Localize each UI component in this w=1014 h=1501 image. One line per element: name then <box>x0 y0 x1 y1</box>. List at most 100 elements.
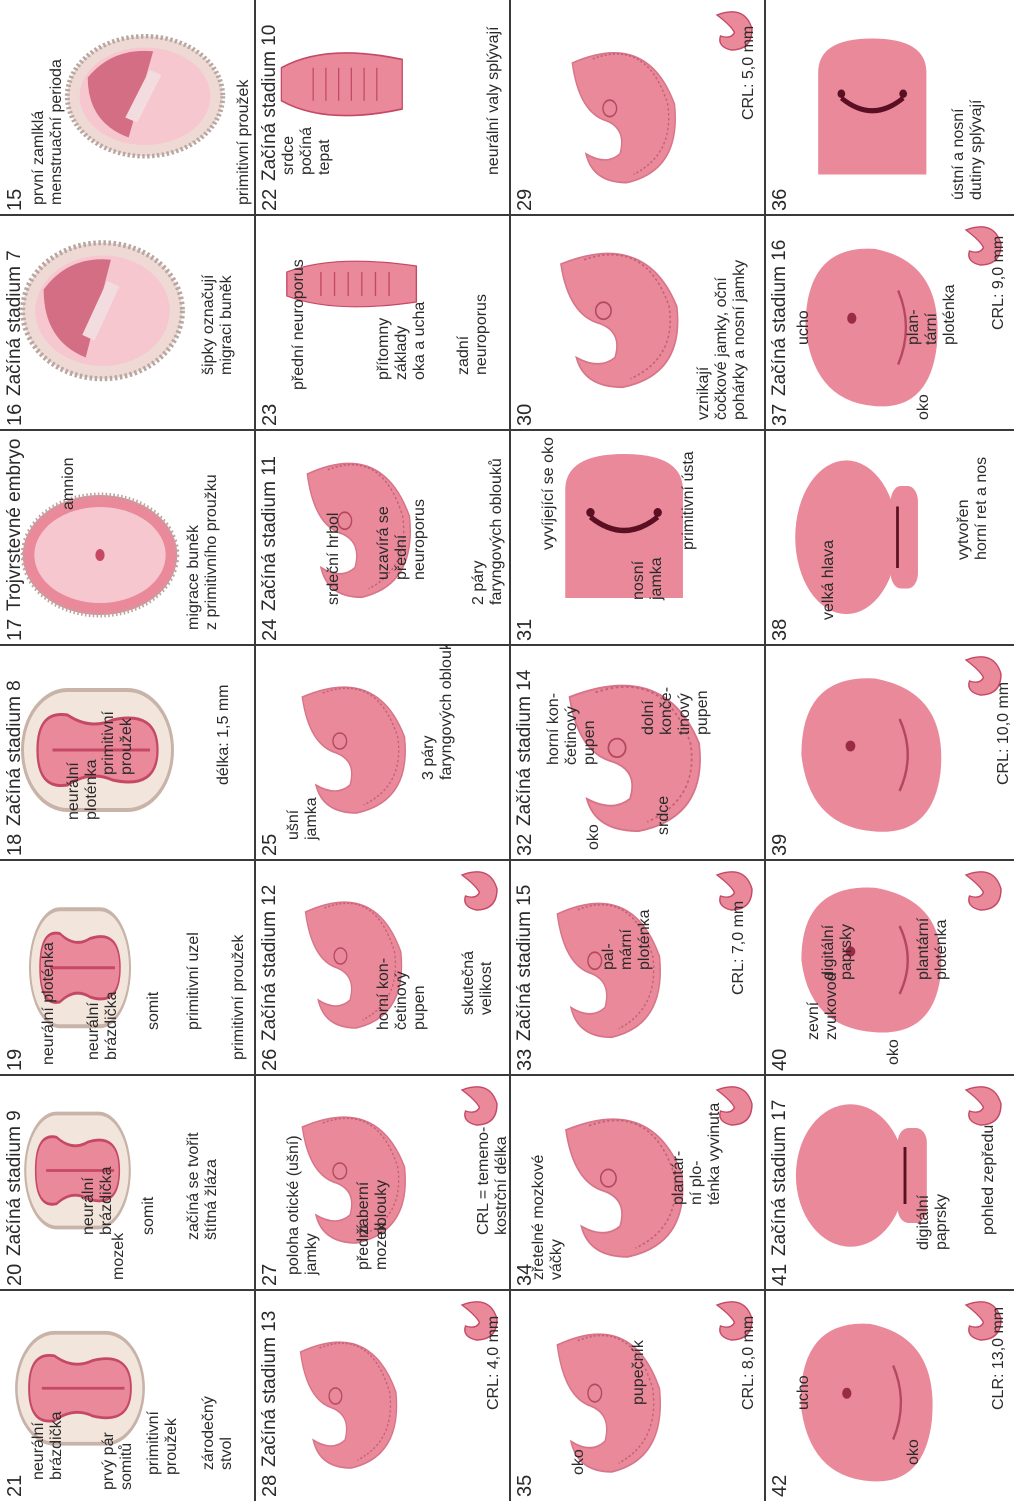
annotation-label: horní kon- četinový pupen <box>375 958 429 1030</box>
annotation-label: neurální ploténka <box>65 760 101 821</box>
annotation-label: přední neuroporus <box>290 259 308 390</box>
annotation-label: digitální paprsky <box>820 924 856 980</box>
annotation-label: srdeční hrbol <box>325 513 343 606</box>
annotation-label: primitivní proužek <box>100 711 136 775</box>
stage-cell-30: 30 vznikají čočkové jamky, oční pohárky a… <box>510 215 765 430</box>
cell-number: 37 <box>769 404 792 426</box>
annotation-label: mozek <box>110 1233 128 1280</box>
annotation-label: CLR: 13,0 mm <box>990 1307 1008 1410</box>
annotation-label: první zamlklá menstruační perioda <box>30 59 66 205</box>
stage-cell-24: 24Začíná stadium 11srdeční hrboluzavírá … <box>255 430 510 645</box>
cell-number: 17 <box>4 619 27 641</box>
annotation-label: neurální brázdička <box>30 1412 66 1480</box>
stage-title: Začíná stadium 14 <box>514 670 536 826</box>
cell-number: 20 <box>4 1264 27 1286</box>
annotation-label: neurální brázdička <box>80 1167 116 1235</box>
annotation-label: somit <box>145 992 163 1030</box>
annotation-label: CRL: 8,0 mm <box>740 1316 758 1410</box>
cell-number: 23 <box>259 404 282 426</box>
embryo-illustration <box>255 1290 510 1501</box>
annotation-label: plantár- ní plo- ténka vyvinuta <box>670 1103 724 1205</box>
stage-title: Začíná stadium 15 <box>514 885 536 1041</box>
stage-title: Začíná stadium 12 <box>259 885 281 1041</box>
annotation-label: délka: 1,5 mm <box>215 685 233 785</box>
cell-number: 36 <box>769 189 792 211</box>
annotation-label: primitivní proužek <box>235 80 253 205</box>
stage-cell-28: 28Začíná stadium 13CRL: 4,0 mm <box>255 1290 510 1501</box>
stage-cell-19: 19 neurální ploténka neurální brázdička som… <box>0 860 255 1075</box>
cell-number: 35 <box>514 1475 537 1497</box>
embryo-illustration <box>765 1075 1014 1290</box>
annotation-label: pal- mární ploténka <box>600 910 654 971</box>
stage-title: Začíná stadium 16 <box>769 240 791 396</box>
annotation-label: pupečník <box>630 1340 648 1405</box>
annotation-label: plantární ploténka <box>915 918 951 980</box>
annotation-label: vytvořen horní ret a nos <box>955 457 991 560</box>
annotation-label: ucho <box>795 310 813 345</box>
stage-cell-23: 23 přední neuroporus přítomny základy oka … <box>255 215 510 430</box>
stage-title: Začíná stadium 17 <box>769 1100 791 1256</box>
stage-cell-39: 39 CRL: 10,0 mm <box>765 645 1014 860</box>
annotation-label: plan- tární ploténka <box>905 285 959 346</box>
cell-number: 31 <box>514 619 537 641</box>
cell-number: 39 <box>769 834 792 856</box>
annotation-label: CRL: 10,0 mm <box>995 682 1013 785</box>
annotation-label: CRL: 4,0 mm <box>485 1316 503 1410</box>
cell-number: 28 <box>259 1475 282 1497</box>
cell-number: 24 <box>259 619 282 641</box>
stage-cell-17: 17Trojvrstevné embryoamnionmigrace buněk… <box>0 430 255 645</box>
annotation-label: migrace buněk z primitivního proužku <box>185 474 221 630</box>
annotation-label: oko <box>885 1039 903 1065</box>
annotation-label: srdce <box>655 796 673 835</box>
annotation-label: oko <box>905 1439 923 1465</box>
annotation-label: primitivní proužek <box>145 1411 181 1475</box>
stage-cell-26: 26 Začíná stadium 12 horní kon- četinový p… <box>255 860 510 1075</box>
cell-number: 26 <box>259 1049 282 1071</box>
annotation-label: zárodečný stvol <box>200 1396 236 1470</box>
annotation-label: srdce počíná tepat <box>280 127 334 175</box>
annotation-label: zevní zvukovod <box>805 972 841 1040</box>
annotation-label: prvý pár somitů <box>100 1432 136 1490</box>
cell-number: 21 <box>4 1475 27 1497</box>
stage-title: Začíná stadium 8 <box>4 680 26 826</box>
annotation-label: digitální paprsky <box>915 1194 951 1250</box>
annotation-label: přítomny základy oka a ucha <box>375 302 429 380</box>
annotation-label: zřetelné mozkové váčky <box>530 1155 566 1280</box>
cell-number: 32 <box>514 834 537 856</box>
annotation-label: CRL: 9,0 mm <box>990 236 1008 330</box>
annotation-label: 3 páry faryngových oblouků <box>420 645 456 780</box>
annotation-label: neurální brázdička <box>85 992 121 1060</box>
annotation-label: vznikají čočkové jamky, oční pohárky a n… <box>695 260 749 420</box>
annotation-label: dolní konče- tinový pupen <box>640 687 712 735</box>
annotation-label: amnion <box>60 458 78 510</box>
annotation-label: skutečná velikost <box>460 951 496 1015</box>
stage-title: Začíná stadium 7 <box>4 250 26 396</box>
annotation-label: žaberní oblouky <box>355 1180 391 1235</box>
cell-number: 27 <box>259 1264 282 1286</box>
annotation-label: ucho <box>795 1375 813 1410</box>
cell-number: 29 <box>514 189 537 211</box>
cell-number: 15 <box>4 189 27 211</box>
annotation-label: pohled zepředu <box>980 1125 998 1235</box>
cell-number: 19 <box>4 1049 27 1071</box>
embryo-illustration <box>255 0 510 215</box>
stage-cell-18: 18 Začíná stadium 8 neurální ploténkaprimi… <box>0 645 255 860</box>
stage-title: Začíná stadium 9 <box>4 1110 26 1256</box>
cell-number: 40 <box>769 1049 792 1071</box>
cell-number: 38 <box>769 619 792 641</box>
annotation-label: neurální ploténka <box>40 942 58 1065</box>
cell-number: 30 <box>514 404 537 426</box>
cell-number: 18 <box>4 834 27 856</box>
annotation-label: somit <box>140 1197 158 1235</box>
annotation-label: ústní a nosní dutiny splývají <box>950 100 986 201</box>
embryo-illustration <box>0 860 255 1075</box>
annotation-label: poloha otické (ušní) jamky <box>285 1135 321 1275</box>
